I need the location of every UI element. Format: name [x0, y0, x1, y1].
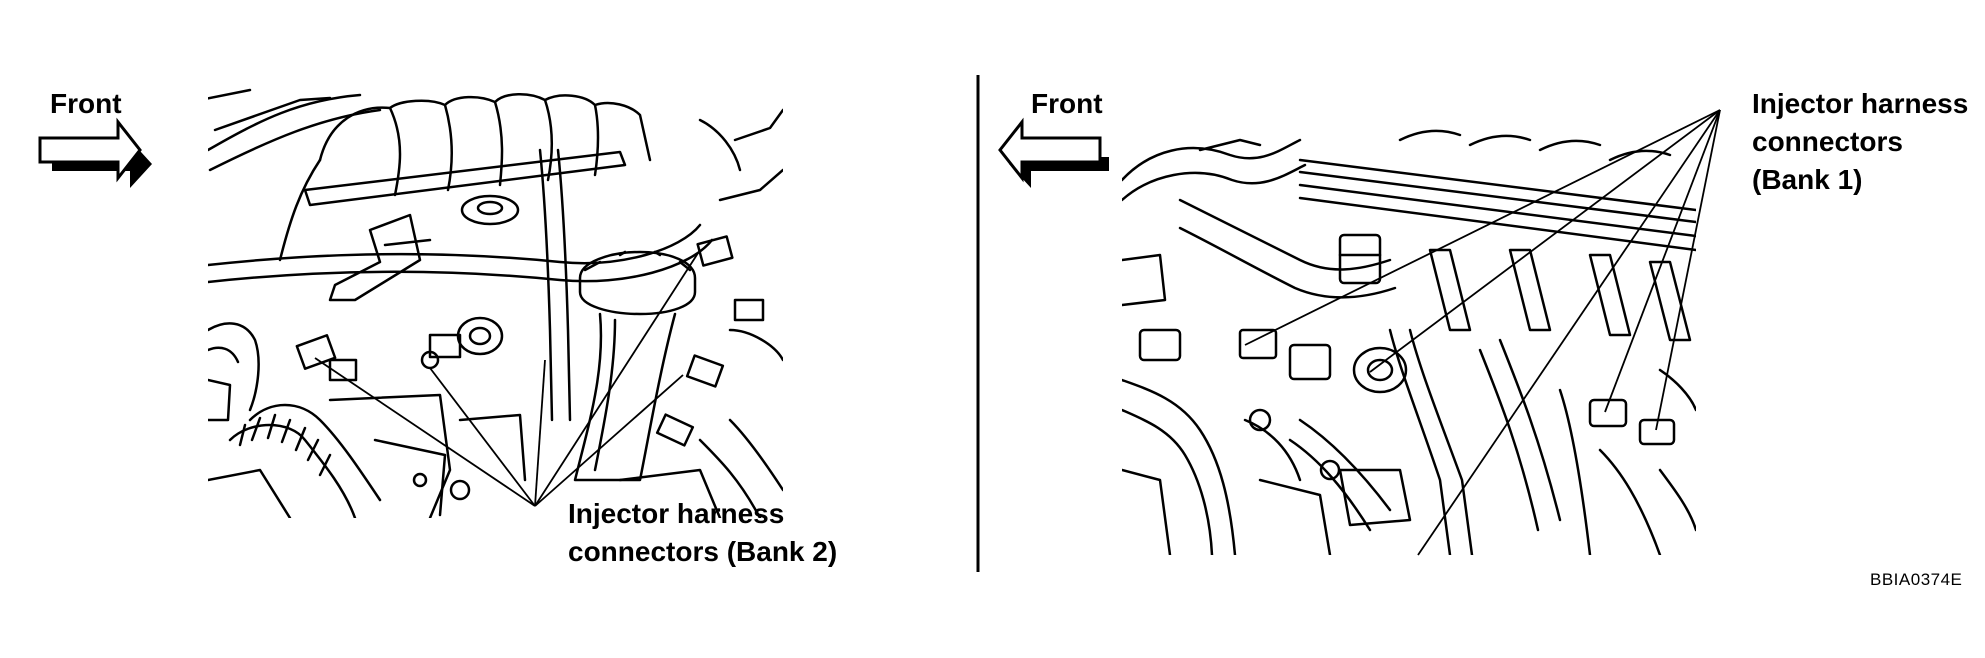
callout-leaders-bank2 — [314, 249, 701, 507]
callout-bank2-line2: connectors (Bank 2) — [568, 536, 838, 567]
callout-bank2-line1: Injector harness — [568, 498, 785, 529]
callout-bank1-line1: Injector harness — [1752, 88, 1969, 119]
figure-code: BBIA0374E — [1870, 570, 1963, 589]
engine-illustration-bank2 — [208, 85, 783, 518]
front-label-right: Front — [1031, 88, 1103, 119]
callout-leaders-bank1 — [1244, 109, 1721, 556]
engine-illustration-bank1 — [1122, 123, 1696, 555]
callout-bank1-line3: (Bank 1) — [1752, 164, 1863, 195]
front-label-left: Front — [50, 88, 122, 119]
arrow-right-icon — [38, 117, 152, 188]
callout-bank1-line2: connectors — [1752, 126, 1903, 157]
arrow-left-icon — [998, 117, 1109, 188]
